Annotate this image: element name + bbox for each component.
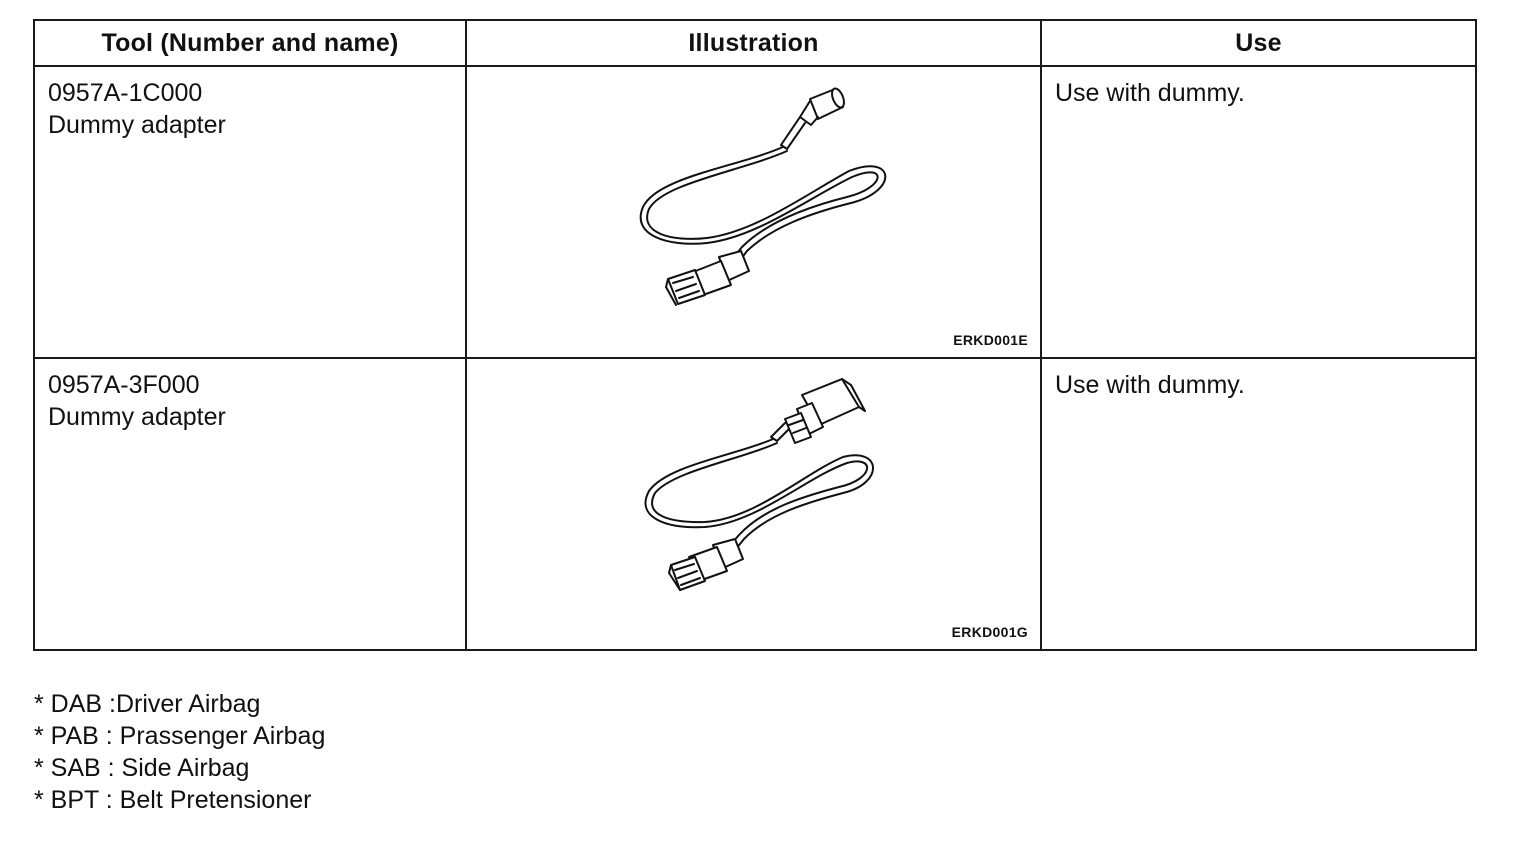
tool-number: 0957A-3F000 xyxy=(48,371,200,399)
tool-cell: 0957A-1C000 Dummy adapter xyxy=(33,65,467,359)
tool-name: Dummy adapter xyxy=(48,111,226,139)
header-use: Use xyxy=(1040,19,1477,67)
figure-code: ERKD001E xyxy=(953,332,1028,348)
note-item: * BPT : Belt Pretensioner xyxy=(34,786,312,814)
table-header-row: Tool (Number and name) Illustration Use xyxy=(33,19,1477,67)
illustration-cell: ERKD001G xyxy=(465,357,1042,651)
dummy-adapter-illustration-2 xyxy=(644,378,874,591)
header-illustration: Illustration xyxy=(465,19,1042,67)
tool-number: 0957A-1C000 xyxy=(48,79,203,107)
tool-cell: 0957A-3F000 Dummy adapter xyxy=(33,357,467,651)
figure-code: ERKD001G xyxy=(951,624,1028,640)
abbreviation-notes: * DAB :Driver Airbag * PAB : Prassenger … xyxy=(34,688,325,816)
dummy-adapter-illustration-1 xyxy=(639,87,887,306)
use-cell: Use with dummy. xyxy=(1040,357,1477,651)
note-item: * SAB : Side Airbag xyxy=(34,754,250,782)
use-cell: Use with dummy. xyxy=(1040,65,1477,359)
note-item: * PAB : Prassenger Airbag xyxy=(34,722,326,750)
illustration-cell: ERKD001E xyxy=(465,65,1042,359)
note-item: * DAB :Driver Airbag xyxy=(34,690,261,718)
special-tools-table: Tool (Number and name) Illustration Use … xyxy=(33,19,1477,651)
header-tool: Tool (Number and name) xyxy=(33,19,467,67)
table-row: 0957A-1C000 Dummy adapter xyxy=(33,65,1477,359)
tool-name: Dummy adapter xyxy=(48,403,226,431)
table-row: 0957A-3F000 Dummy adapter xyxy=(33,357,1477,651)
